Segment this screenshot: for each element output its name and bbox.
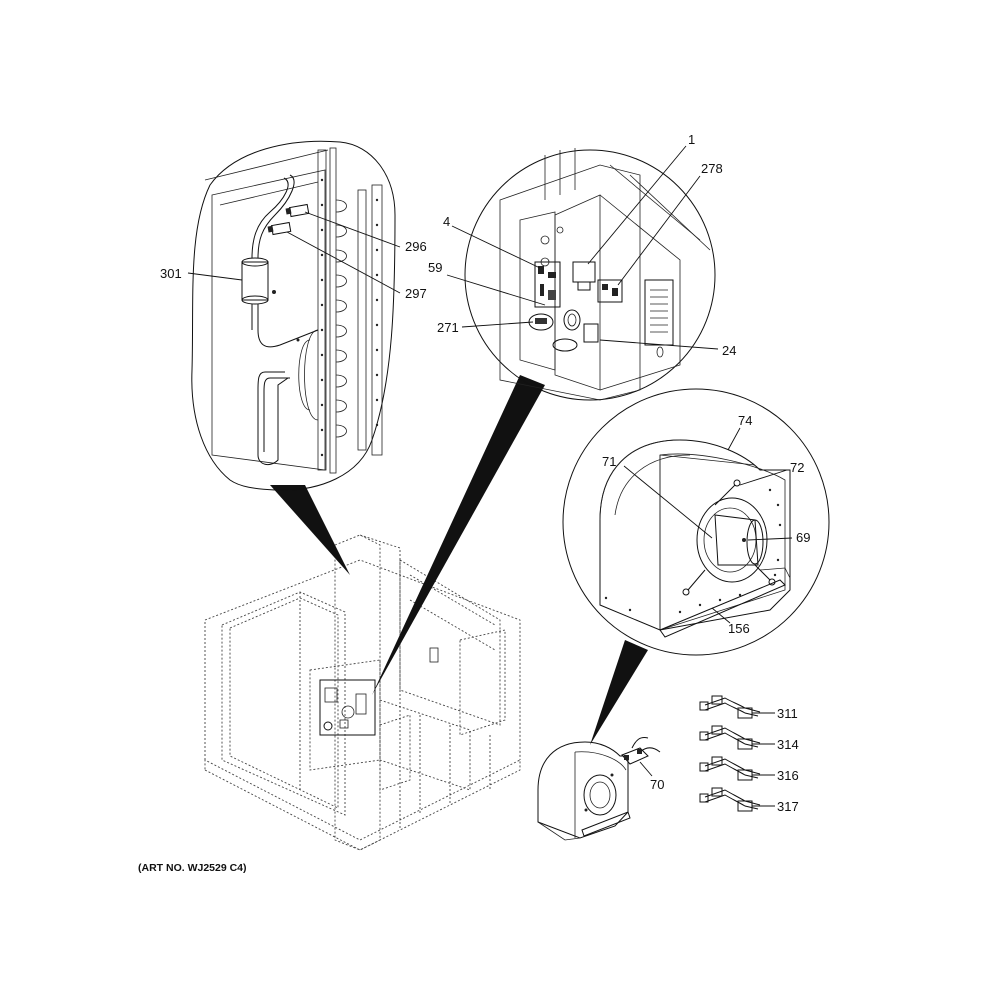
callout-156: 156 — [728, 621, 750, 636]
callout-4: 4 — [443, 214, 450, 229]
callout-72: 72 — [790, 460, 804, 475]
contactor — [597, 279, 623, 303]
callout-316: 316 — [777, 768, 799, 783]
callout-297: 297 — [405, 286, 427, 301]
callout-271: 271 — [437, 320, 459, 335]
wire-harness-317 — [699, 787, 775, 812]
control-board — [534, 261, 561, 308]
callout-311: 311 — [777, 706, 798, 721]
callout-296: 296 — [405, 239, 427, 254]
blower-detail-callout — [562, 388, 830, 745]
callout-1: 1 — [688, 132, 695, 147]
motor-mount — [682, 479, 776, 596]
blower-motor — [696, 497, 768, 583]
art-number: (ART NO. WJ2529 C4) — [138, 862, 247, 874]
callout-24: 24 — [722, 343, 736, 358]
transformer — [572, 261, 596, 291]
callout-278: 278 — [701, 161, 723, 176]
callout-317: 317 — [777, 799, 799, 814]
wire-harness-314 — [699, 725, 775, 750]
callout-59: 59 — [428, 260, 442, 275]
wire-harness-70 — [621, 737, 661, 777]
callout-301: 301 — [160, 266, 182, 281]
main-unit-assembly — [204, 534, 521, 851]
capacitor — [563, 309, 581, 331]
wire-harness-311 — [699, 695, 775, 719]
service-valve-lower — [267, 221, 292, 236]
callout-314: 314 — [777, 737, 799, 752]
control-box-detail-callout — [372, 145, 719, 695]
blower-assembly — [537, 741, 631, 841]
callout-74: 74 — [738, 413, 752, 428]
wire-harness-316 — [699, 756, 775, 781]
refrigerant-detail-callout — [187, 140, 401, 575]
service-valve-upper — [285, 203, 310, 218]
callout-71: 71 — [602, 454, 616, 469]
filter-drier — [241, 257, 269, 305]
callout-70: 70 — [650, 777, 664, 792]
control-box-small — [319, 679, 376, 736]
mounting-bracket — [659, 567, 791, 638]
callout-69: 69 — [796, 530, 810, 545]
